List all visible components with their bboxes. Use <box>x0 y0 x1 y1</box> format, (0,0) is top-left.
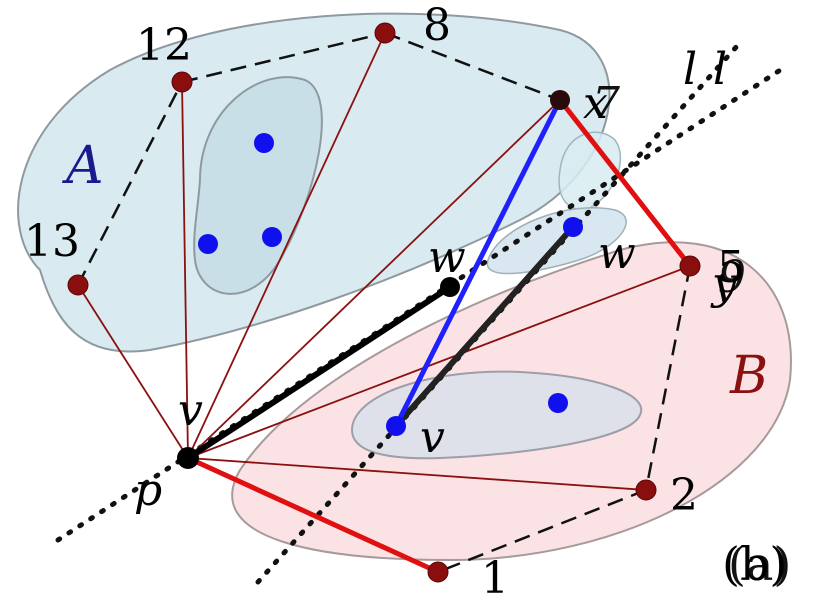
blue-node-v <box>386 416 406 436</box>
blue-node-w <box>563 217 583 237</box>
blue-node-b1 <box>548 393 568 413</box>
label-1: 1 <box>481 553 509 603</box>
node-5 <box>679 255 701 277</box>
label-5: 5 <box>717 242 745 293</box>
label-y-alt: 9 <box>718 252 746 303</box>
region-a <box>17 12 611 353</box>
blue-node-a3 <box>262 227 282 247</box>
black-edge-p-w <box>186 284 452 461</box>
dashed-hull <box>76 31 692 574</box>
label-region-a: A <box>62 136 104 196</box>
node-1 <box>427 561 449 583</box>
node-12 <box>171 71 193 93</box>
blue-nodes <box>198 133 583 436</box>
hull-nodes <box>67 22 701 583</box>
label-region-b: B <box>729 346 768 406</box>
blue-node-a1 <box>254 133 274 153</box>
label-p: p <box>134 465 162 516</box>
label-y: y <box>710 258 738 309</box>
label-8: 8 <box>423 0 451 51</box>
node-x <box>550 90 570 110</box>
node-w-black <box>440 277 460 297</box>
label-v-top: v <box>178 385 203 436</box>
red-edge-p-1 <box>186 455 440 575</box>
label-13: 13 <box>24 216 80 267</box>
label-w-black: w <box>428 232 466 283</box>
label-12: 12 <box>136 20 192 71</box>
label-l1: l <box>683 44 697 95</box>
label-x-alt: 7 <box>592 78 620 129</box>
blue-edge-v-x <box>393 98 563 428</box>
node-13 <box>67 274 89 296</box>
label-w-blue: w <box>598 228 636 279</box>
label-2: 2 <box>670 470 698 521</box>
red-edge-x-y <box>558 98 692 268</box>
panel-label-b: (b) <box>722 537 787 591</box>
node-8 <box>374 22 396 44</box>
node-2 <box>635 479 657 501</box>
label-v-inner: v <box>420 412 445 463</box>
node-p <box>177 447 199 469</box>
label-l2: l <box>713 44 727 95</box>
panel-label-a: (a) <box>728 537 791 591</box>
thin-edges <box>77 32 691 491</box>
blue-node-a2 <box>198 234 218 254</box>
dotted-line-l2 <box>255 42 741 585</box>
label-x: x <box>583 78 608 129</box>
black-edge-v-w <box>393 225 576 428</box>
